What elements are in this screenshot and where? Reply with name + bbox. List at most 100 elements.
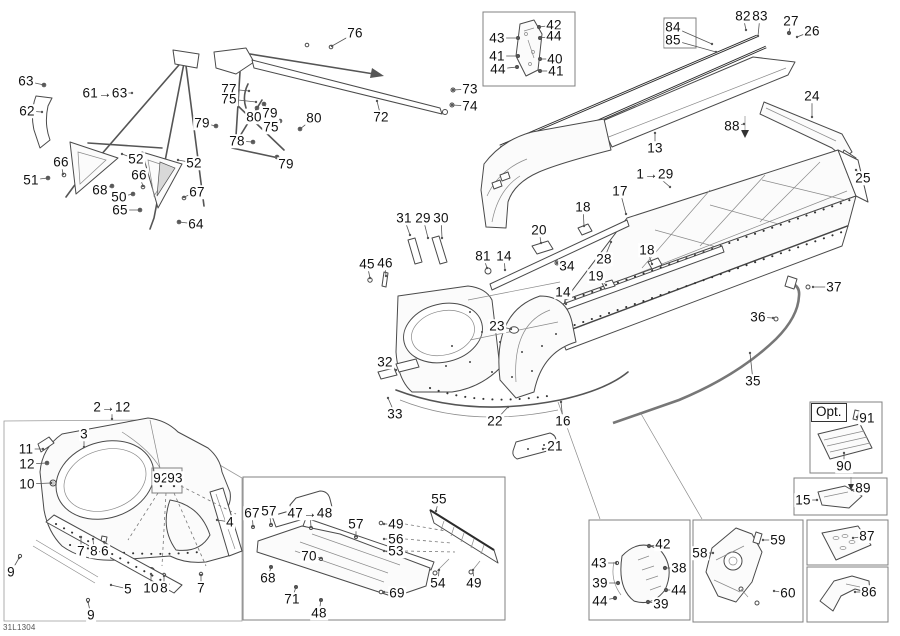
leader-dot-53 (382, 549, 386, 553)
callout-61→63: 61→63 (81, 85, 129, 101)
callout-82: 82 (734, 8, 752, 24)
callout-1→29: 1→29 (635, 166, 675, 182)
leader-dot-8 (91, 537, 95, 541)
leader-dot-39 (646, 600, 650, 604)
leader-dot-71 (294, 585, 298, 589)
callout-73: 73 (461, 81, 479, 97)
callout-85: 85 (664, 32, 682, 48)
callout-9: 9 (6, 564, 16, 580)
inset-bracket-86 (806, 566, 889, 623)
callout-17: 17 (611, 183, 629, 199)
callout-68: 68 (91, 182, 109, 198)
callout-15: 15 (794, 492, 812, 508)
front-hood (480, 118, 612, 229)
leader-dot-37 (811, 285, 815, 289)
callout-44: 44 (489, 61, 507, 77)
callout-55: 55 (430, 491, 448, 507)
leader-dot-24 (810, 115, 814, 119)
leader-dot-41 (538, 69, 542, 73)
leader-dot-31 (408, 233, 412, 237)
leader-dot-29 (426, 236, 430, 240)
leader-dot-52 (176, 158, 180, 162)
callout-24: 24 (803, 88, 821, 104)
callout-76: 76 (346, 25, 364, 41)
callout-45: 45 (358, 256, 376, 272)
leader-dot-80 (298, 127, 302, 131)
callout-3: 3 (79, 426, 89, 442)
callout-9: 9 (86, 607, 96, 623)
callout-30: 30 (432, 210, 450, 226)
callout-41: 41 (547, 63, 565, 79)
heel-bracket-parts (612, 543, 670, 605)
leader-dot-80 (255, 106, 259, 110)
leader-dot-69 (382, 590, 386, 594)
callout-18: 18 (638, 242, 656, 258)
callout-39: 39 (652, 596, 670, 612)
leader-dot-52 (120, 152, 124, 156)
leader-dot-18 (582, 224, 586, 228)
callout-37: 37 (825, 279, 843, 295)
leader-dot-68 (110, 184, 114, 188)
leader-dot-64 (177, 220, 181, 224)
leader-dot-81 (485, 266, 489, 270)
callout-48: 48 (310, 605, 328, 621)
inset-fasteners-84-85 (663, 17, 697, 49)
callout-66: 66 (130, 167, 148, 183)
leader-dot-5 (109, 583, 113, 587)
inset-boxes (151, 11, 889, 623)
callout-42: 42 (545, 17, 563, 33)
leader-dot-9 (17, 556, 21, 560)
callout-5: 5 (123, 581, 133, 597)
callout-68: 68 (259, 570, 277, 586)
leader-dot-16 (559, 400, 563, 404)
inset-bracket-40-44 (482, 11, 576, 87)
callout-43: 43 (488, 30, 506, 46)
callout-39: 39 (591, 575, 609, 591)
callout-60: 60 (779, 585, 797, 601)
callout-90: 90 (835, 458, 853, 474)
callout-42: 42 (654, 536, 672, 552)
leader-dot-15 (815, 498, 819, 502)
leader-dot-51 (46, 176, 50, 180)
leader-dot-36 (771, 316, 775, 320)
callout-13: 13 (646, 140, 664, 156)
callout-44: 44 (545, 28, 563, 44)
callout-6: 6 (100, 543, 110, 559)
callout-87: 87 (858, 528, 876, 544)
leader-dot-34 (555, 261, 559, 265)
callout-44: 44 (591, 593, 609, 609)
callout-28: 28 (595, 251, 613, 267)
callout-49: 49 (387, 516, 405, 532)
callout-12: 12 (18, 456, 36, 472)
callout-88: 88 (723, 118, 741, 134)
callout-81: 81 (474, 248, 492, 264)
callout-8: 8 (89, 543, 99, 559)
front-frame-group (3, 417, 243, 622)
arrow-88 (741, 116, 749, 138)
leader-dot-45 (368, 276, 372, 280)
callout-2→12: 2→12 (92, 399, 132, 415)
detail-pointer-lines (557, 401, 703, 520)
callout-67: 67 (243, 505, 261, 521)
leader-dot-56 (382, 537, 386, 541)
leader-dot-44 (538, 36, 542, 40)
leader-dot-39 (616, 581, 620, 585)
callout-65: 65 (111, 202, 129, 218)
callout-18: 18 (574, 199, 592, 215)
callout-59: 59 (769, 532, 787, 548)
callout-27: 27 (782, 13, 800, 29)
leader-dot-10 (49, 481, 53, 485)
leader-dot-11 (41, 447, 45, 451)
callout-26: 26 (803, 23, 821, 39)
leader-dot-26 (795, 35, 799, 39)
callout-11: 11 (17, 441, 35, 457)
leader-dot-54 (437, 568, 441, 572)
callout-57: 57 (347, 516, 365, 532)
callout-22: 22 (486, 413, 504, 429)
callout-43: 43 (590, 555, 608, 571)
leader-dot-7 (199, 573, 203, 577)
tunnel-frame (489, 149, 869, 351)
leader-dot-87 (851, 536, 855, 540)
